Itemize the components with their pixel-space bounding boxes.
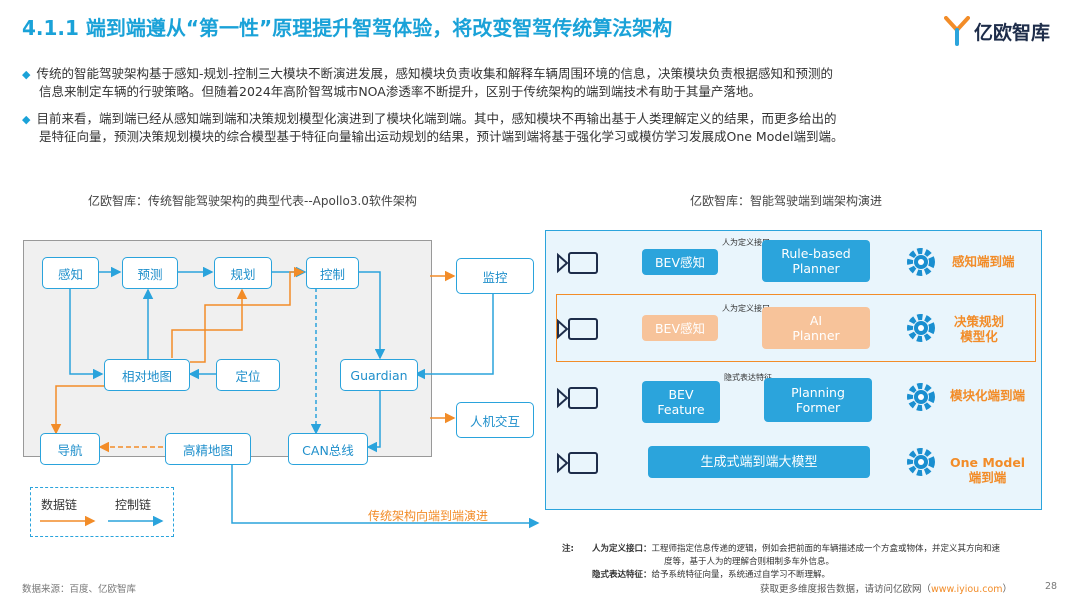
paragraph-1-line-2: 信息来制定车辆的行驶策略。但随着2024年高阶智驾城市NOA渗透率不断提升，区别… <box>39 84 761 99</box>
arrow-map-nav-orange <box>50 385 106 435</box>
r2-box2-line1: AI <box>809 313 823 328</box>
r1-box2-line1: Rule-based <box>781 246 851 261</box>
left-diagram-title: 亿欧智库：传统智能驾驶架构的典型代表--Apollo3.0软件架构 <box>88 194 417 208</box>
sensor-input-icon <box>557 252 598 274</box>
arrow-map-planning-orange <box>171 288 248 358</box>
logo-text: 亿欧智库 <box>974 21 1051 44</box>
note-1-line1: 工程师指定信息传递的逻辑，例如会把前面的车辆描述成一个方盒或物体，并定义其方向和… <box>651 544 1001 554</box>
intro-paragraph-2: ◆ 目前来看，端到端已经从感知端到端和决策规划模型化演进到了模块化端到端。其中，感… <box>22 110 1062 145</box>
node-control: 控制 <box>306 257 359 289</box>
r2-bev-perception: BEV感知 <box>642 315 718 341</box>
r2-label: 决策规划 模型化 <box>954 314 1004 344</box>
sensor-input-icon <box>557 318 598 340</box>
r3-bev-feature: BEV Feature <box>642 381 720 423</box>
logo-icon <box>944 16 970 46</box>
r3-box1-line2: Feature <box>657 402 705 417</box>
node-prediction: 预测 <box>122 257 178 289</box>
more-data-suffix: ） <box>1002 584 1013 595</box>
node-can-bus: CAN总线 <box>288 433 368 465</box>
line-monitor-down <box>430 293 494 375</box>
r3-box2-line2: Former <box>795 400 841 415</box>
r2-interface-label: 人为定义接口 <box>722 304 770 313</box>
brand-logo: 亿欧智库 <box>944 14 1050 48</box>
gear-icon <box>907 314 935 342</box>
highlight-row-border <box>556 294 1036 362</box>
more-data-note: 获取更多维度报告数据，请访问亿欧网（www.iyiou.com） <box>760 581 1012 595</box>
r3-label: 模块化端到端 <box>950 388 1026 403</box>
node-hmi: 人机交互 <box>456 402 534 438</box>
arrow-guardian-can <box>366 391 381 453</box>
sensor-input-icon <box>557 387 598 409</box>
page-number: 28 <box>1045 581 1058 592</box>
more-data-prefix: 获取更多维度报告数据，请访问亿欧网（ <box>760 584 932 595</box>
intro-paragraph-1: ◆ 传统的智能驾驶架构基于感知-规划-控制三大模块不断演进发展，感知模块负责收集和… <box>22 65 1062 100</box>
note-1: 人为定义接口：工程师指定信息传递的逻辑，例如会把前面的车辆描述成一个方盒或物体，… <box>592 543 1040 582</box>
page-title: 4.1.1 端到端遵从“第一性”原理提升智驾体验，将改变智驾传统算法架构 <box>22 16 673 40</box>
arrow-perception-map <box>69 288 104 380</box>
node-perception: 感知 <box>42 257 99 289</box>
r1-bev-perception: BEV感知 <box>642 249 718 275</box>
note-2-title: 隐式表达特征： <box>592 570 652 580</box>
website-link[interactable]: www.iyiou.com <box>931 584 1003 595</box>
r2-label-line2: 模型化 <box>960 329 998 344</box>
r2-label-line1: 决策规划 <box>954 314 1005 329</box>
paragraph-1-line-1: 传统的智能驾驶架构基于感知-规划-控制三大模块不断演进发展，感知模块负责收集和解… <box>36 66 833 81</box>
legend-data-chain: 数据链 <box>41 498 78 512</box>
note-1-title: 人为定义接口： <box>592 544 652 554</box>
paragraph-2-line-1: 目前来看，端到端已经从感知端到端和决策规划模型化演进到了模块化端到端。其中，感知… <box>36 111 837 126</box>
r3-interface-label: 隐式表达特征 <box>724 373 772 382</box>
r4-generative-model: 生成式端到端大模型 <box>648 446 870 478</box>
sensor-input-icon <box>557 452 598 474</box>
legend-control-chain: 控制链 <box>115 498 152 512</box>
note-1-line2: 度等，基于人为的理解合则相制多车外信息。 <box>664 557 835 567</box>
r4-label-line1: One Model <box>950 455 1026 470</box>
note-2-line1: 给予系统特征向量，系统通过自学习不断理解。 <box>651 570 831 580</box>
r1-interface-label: 人为定义接口 <box>722 238 770 247</box>
paragraph-2-line-2: 是特征向量，预测决策规划模块的综合模型基于特征向量输出运动规划的结果，预计端到端… <box>39 129 844 144</box>
r4-label: One Model 端到端 <box>950 455 1025 485</box>
r3-box1-line1: BEV <box>668 387 694 402</box>
r1-label: 感知端到端 <box>952 254 1015 269</box>
arrow-control-guardian <box>357 271 386 360</box>
node-hd-map: 高精地图 <box>165 433 251 465</box>
r1-rule-based-planner: Rule-based Planner <box>762 240 870 282</box>
notes-prefix: 注: <box>562 544 574 554</box>
node-guardian: Guardian <box>340 359 418 391</box>
r2-box2-line2: Planner <box>792 328 840 343</box>
node-relative-map: 相对地图 <box>104 359 190 391</box>
r1-box2-line2: Planner <box>792 261 840 276</box>
right-diagram-title: 亿欧智库：智能驾驶端到端架构演进 <box>690 194 883 208</box>
arrow-map-control-orange <box>190 266 305 363</box>
gear-icon <box>907 248 935 276</box>
r4-label-line2: 端到端 <box>968 470 1007 485</box>
node-monitor: 监控 <box>456 258 534 294</box>
source-note: 数据来源：百度、亿欧智库 <box>22 584 137 595</box>
node-planning: 规划 <box>214 257 272 289</box>
gear-icon <box>907 383 935 411</box>
node-navigation: 导航 <box>40 433 100 465</box>
r3-planning-former: Planning Former <box>764 378 872 422</box>
diamond-bullet-icon: ◆ <box>22 68 31 81</box>
r2-ai-planner: AI Planner <box>762 307 870 349</box>
evolution-arrow <box>231 456 540 529</box>
legend: 数据链 控制链 <box>30 487 174 537</box>
gear-icon <box>907 448 935 476</box>
evolution-label: 传统架构向端到端演进 <box>368 509 489 523</box>
diamond-bullet-icon: ◆ <box>22 113 31 126</box>
node-localization: 定位 <box>216 359 280 391</box>
r3-box2-line1: Planning <box>791 385 845 400</box>
